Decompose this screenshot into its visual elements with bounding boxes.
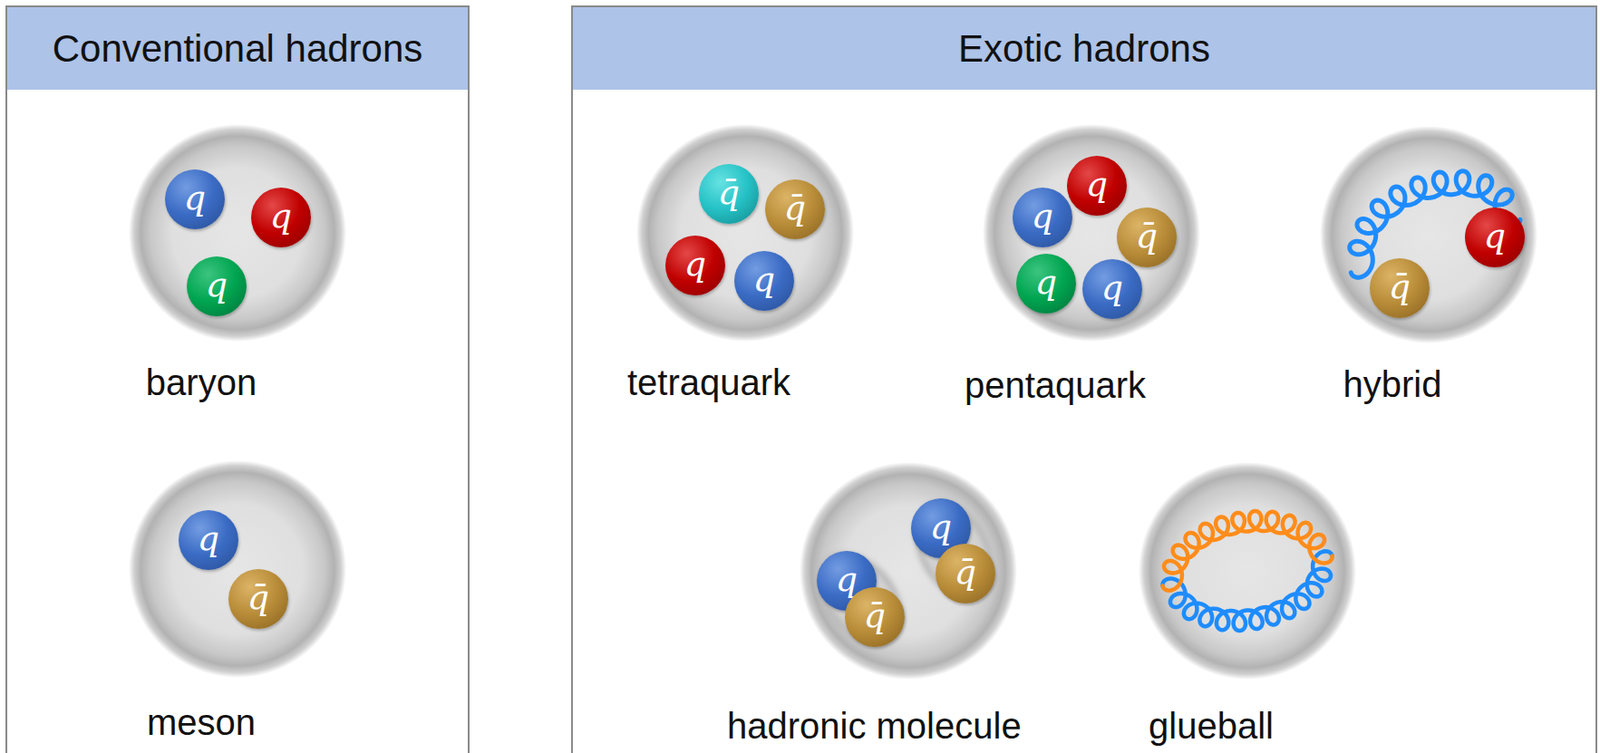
quark-ball: q [1464, 207, 1525, 268]
quark-ball: q̄ [844, 587, 905, 648]
quark-symbol: q [1012, 187, 1073, 248]
quark-ball: q [1016, 253, 1077, 314]
quark-symbol: q̄ [844, 587, 905, 648]
quark-symbol: q̄ [765, 179, 825, 240]
hadron-circle: hybridqq̄ [1319, 126, 1538, 344]
quark-ball: q [164, 169, 225, 230]
gluon-spring [1162, 511, 1332, 592]
quark-ball: q [178, 510, 239, 571]
quark-symbol: q [178, 510, 239, 571]
hadron-name: glueball [1066, 705, 1357, 747]
quark-symbol: q̄ [1116, 207, 1177, 268]
quark-symbol: q̄ [228, 569, 289, 630]
hadron-circle: hadronic moleculeqq̄qq̄ [799, 462, 1018, 680]
quark-symbol: q [251, 187, 311, 248]
quark-symbol: q [1082, 259, 1143, 320]
hadron-circle: pentaquarkqqq̄qq [982, 124, 1201, 342]
quark-ball: q [1012, 187, 1073, 248]
quark-symbol: q [1066, 155, 1127, 216]
hadron-circle: glueball [1138, 462, 1357, 680]
quark-ball: q̄ [698, 164, 759, 224]
panel-heading: Conventional hadrons [7, 7, 468, 90]
quark-ball: q [186, 256, 247, 317]
quark-ball: q [1082, 259, 1143, 320]
quark-symbol: q [665, 235, 726, 296]
category-panel: Exotic hadronstetraquarkq̄q̄qqpentaquark… [571, 5, 1598, 753]
panel-heading: Exotic hadrons [572, 7, 1596, 90]
quark-ball: q̄ [1116, 207, 1177, 268]
cluster-body [807, 543, 914, 656]
gluon-coil [1138, 462, 1357, 680]
quark-symbol: q̄ [935, 543, 996, 604]
quark-ball: q̄ [765, 179, 825, 240]
quark-symbol: q [186, 256, 247, 317]
hadron-name: baryon [56, 361, 347, 404]
quark-ball: q̄ [228, 569, 289, 630]
quark-symbol: q̄ [1369, 258, 1430, 319]
quark-symbol: q [164, 169, 225, 230]
quark-ball: q̄ [1369, 258, 1430, 319]
quark-symbol: q [1016, 253, 1077, 314]
cluster-halo [898, 487, 1009, 613]
header-band: Conventional hadrons [7, 7, 468, 90]
quark-symbol: q [1464, 207, 1525, 268]
quark-ball: q [1066, 155, 1127, 216]
hadron-name: pentaquark [910, 364, 1201, 407]
hadron-circle: mesonqq̄ [128, 460, 347, 679]
quark-ball: q [734, 251, 795, 311]
quark-ball: q̄ [935, 543, 996, 604]
hadron-circle: baryonqqq [128, 124, 347, 342]
hadron-name: meson [56, 701, 347, 744]
hadron-name: tetraquark [563, 361, 854, 404]
hadron-name: hadronic molecule [727, 705, 1018, 747]
quark-ball: q [251, 187, 311, 248]
header-band: Exotic hadrons [572, 7, 1596, 90]
quark-symbol: q [734, 251, 795, 311]
category-panel: Conventional hadronsbaryonqqqmesonqq̄ [5, 5, 470, 753]
cluster-halo [801, 536, 921, 662]
hadron-name: hybrid [1247, 363, 1538, 406]
quark-ball: q [665, 235, 726, 296]
hadron-circle: tetraquarkq̄q̄qq [636, 124, 854, 342]
quark-symbol: q̄ [698, 164, 759, 224]
cluster-body [904, 494, 1003, 608]
